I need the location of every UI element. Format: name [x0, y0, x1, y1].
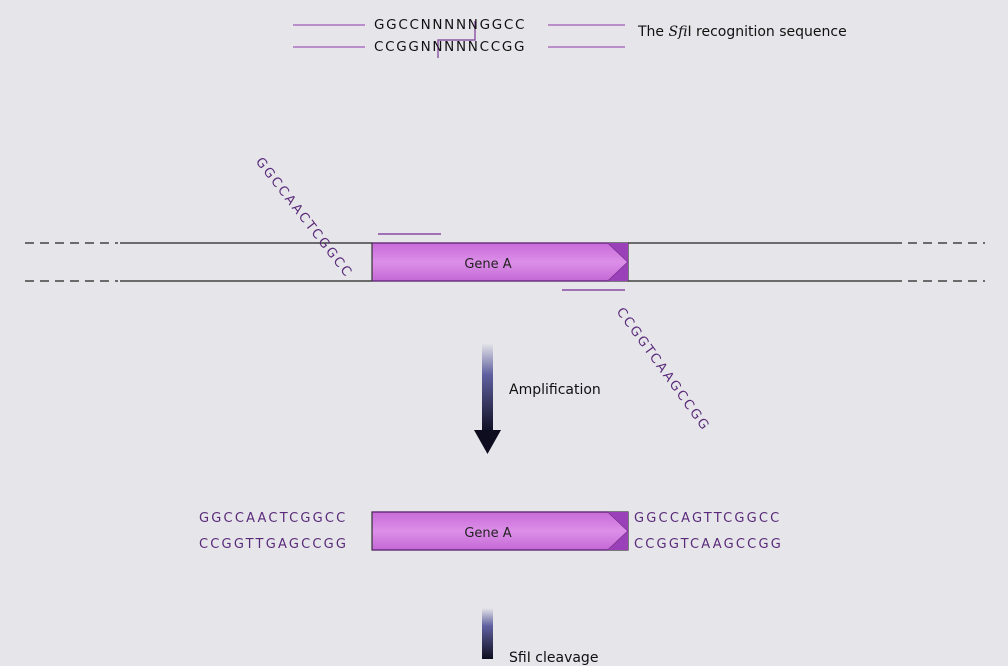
gene-a-template: Gene A [371, 242, 629, 282]
product-right-top: GGCCAGTTCGGCC [634, 511, 782, 526]
product-right-bottom: CCGGTCAAGCCGG [634, 537, 783, 552]
cleavage-label: SfiI cleavage [509, 650, 599, 666]
product-left-top: GGCCAACTCGGCC [199, 511, 348, 526]
recognition-lines [293, 21, 625, 58]
caption-suffix: I recognition sequence [687, 24, 847, 40]
primer-lines [378, 233, 625, 291]
gene-a-product-label: Gene A [464, 526, 511, 541]
amplification-arrow [474, 343, 501, 454]
caption-prefix: The [638, 24, 669, 40]
amplification-label: Amplification [509, 382, 601, 398]
gene-a-product: Gene A [371, 511, 629, 551]
product-left-bottom: CCGGTTGAGCCGG [199, 537, 349, 552]
recognition-caption: The SfiI recognition sequence [638, 24, 847, 40]
cleavage-arrow [482, 608, 493, 659]
caption-enzyme: Sfi [668, 24, 688, 40]
recognition-top-strand: GGCCNNNNNGGCC [374, 17, 527, 33]
recognition-bottom-strand: CCGGNNNNNCCGG [374, 39, 527, 55]
gene-a-label: Gene A [464, 257, 511, 272]
dna-template [25, 242, 985, 282]
